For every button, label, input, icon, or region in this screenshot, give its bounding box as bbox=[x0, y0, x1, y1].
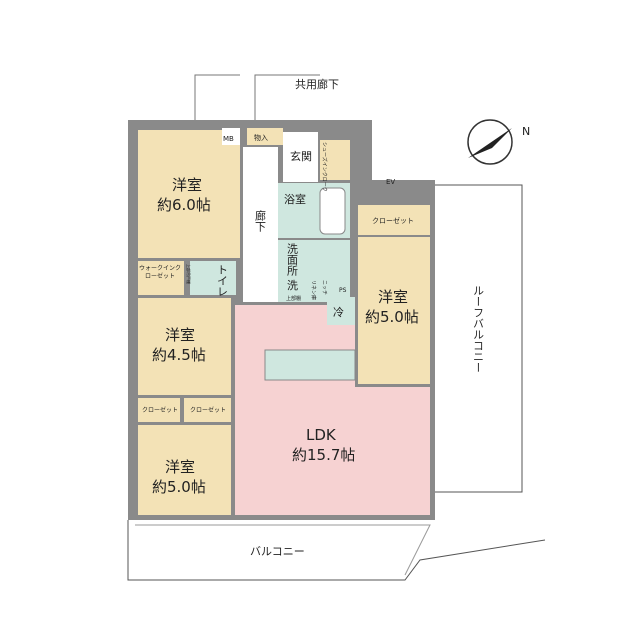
bathtub bbox=[319, 187, 346, 235]
walkin-closet-label: ウォークインクローゼット bbox=[139, 265, 182, 280]
room-name: 洋室 bbox=[165, 326, 195, 344]
washroom bbox=[278, 240, 350, 302]
room-size: 約5.0帖 bbox=[152, 478, 206, 496]
compass-icon: N bbox=[467, 119, 530, 165]
balcony-label: バルコニー bbox=[250, 545, 305, 558]
compass-north-label: N bbox=[522, 125, 530, 138]
ev-void bbox=[372, 120, 435, 180]
hallway-label: 廊下 bbox=[254, 209, 267, 233]
entrance-label: 玄関 bbox=[290, 149, 312, 163]
balcony-outline bbox=[127, 520, 546, 581]
fridge-space bbox=[327, 297, 355, 325]
room-name: LDK bbox=[306, 426, 337, 444]
bath-label: 浴室 bbox=[284, 192, 306, 206]
western-room-6 bbox=[138, 130, 240, 258]
room-size: 約4.5帖 bbox=[152, 346, 206, 364]
room-size: 約5.0帖 bbox=[365, 308, 419, 326]
common-corridor-label: 共用廊下 bbox=[295, 77, 339, 91]
toilet-room bbox=[190, 261, 236, 295]
western-room-5-right bbox=[358, 237, 430, 384]
shoes-in-cloak bbox=[320, 140, 350, 180]
roof-balcony-outline bbox=[435, 184, 523, 493]
storage-label: 物入 bbox=[254, 133, 268, 142]
mb-label: MB bbox=[223, 135, 234, 143]
walkin-closet bbox=[138, 261, 184, 295]
shoes-label: シューズインクローク bbox=[321, 142, 328, 192]
entrance bbox=[283, 132, 318, 182]
upper-cabinet-label: 上部吊戸棚 bbox=[186, 264, 192, 284]
closet-east bbox=[358, 205, 430, 235]
niche-label: ニッチ bbox=[321, 280, 327, 295]
room-name: 洋室 bbox=[165, 458, 195, 476]
upper-shelf-label: 上部棚 bbox=[286, 295, 301, 302]
corridor-outline bbox=[194, 74, 320, 120]
room-name: 洋室 bbox=[378, 288, 408, 306]
room-name: 洋室 bbox=[172, 176, 202, 194]
room-size: 約15.7帖 bbox=[292, 446, 355, 464]
linen-label: リネン庫 bbox=[310, 280, 317, 300]
closet-east-label: クローゼット bbox=[372, 216, 414, 225]
kitchen-counter bbox=[264, 349, 356, 381]
hallway bbox=[243, 147, 278, 302]
washroom-label: 洗面所 bbox=[286, 243, 299, 277]
closet-left-label: クローゼット bbox=[142, 406, 178, 414]
ps-label: PS bbox=[339, 287, 347, 294]
western-room-4-5 bbox=[138, 298, 231, 395]
balcony-rail bbox=[135, 524, 431, 576]
ev-label: EV bbox=[386, 178, 395, 186]
washer-label: 洗 bbox=[287, 279, 298, 292]
closet-right-label: クローゼット bbox=[190, 406, 226, 414]
fridge-label: 冷 bbox=[333, 306, 344, 319]
roof-balcony-label: ルーフバルコニー bbox=[472, 285, 485, 373]
storage bbox=[247, 128, 283, 145]
western-room-5-bottom bbox=[138, 425, 231, 515]
closet-right bbox=[184, 398, 231, 422]
mb bbox=[222, 128, 240, 145]
closet-left bbox=[138, 398, 180, 422]
toilet-label: トイレ bbox=[216, 264, 229, 297]
room-size: 約6.0帖 bbox=[157, 196, 211, 214]
